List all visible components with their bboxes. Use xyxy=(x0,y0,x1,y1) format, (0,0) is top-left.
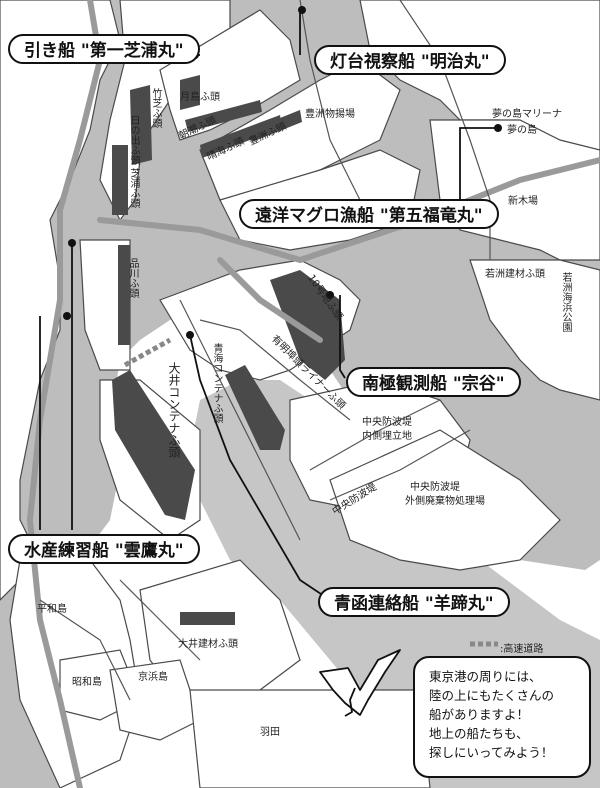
callout-ferry: 青函連絡船 "羊蹄丸" xyxy=(318,587,510,617)
label-yumenoshima: 夢の島 xyxy=(507,125,537,136)
label-ooi-building: 大井建材ふ頭 xyxy=(178,639,238,650)
callout-lighthouse: 灯台視察船 "明治丸" xyxy=(314,45,506,75)
label-aomi-container: 青海コンテナふ頭 xyxy=(211,343,222,423)
roads xyxy=(26,0,600,788)
label-takeshiba: 竹芝ふ頭 xyxy=(150,88,161,128)
info-line-5: 探しにいってみよう！ xyxy=(429,745,554,760)
info-line-3: 船がありますよ！ xyxy=(429,707,530,722)
label-toyosu-market: 豊洲物揚場 xyxy=(305,109,355,120)
wharf-blocks xyxy=(112,75,345,625)
label-shinagawa: 品川ふ頭 xyxy=(127,258,138,298)
info-box: 東京港の周りには、 陸の上にもたくさんの 船がありますよ！ 地上の船たちも、 探… xyxy=(413,656,591,778)
callout-leaders xyxy=(39,10,498,601)
label-hinode: 日の出ふ頭 xyxy=(128,115,139,165)
label-tsukishima: 月島ふ頭 xyxy=(180,92,220,103)
label-haneda: 羽田 xyxy=(260,727,280,738)
callout-antarctic: 南極観測船 "宗谷" xyxy=(346,367,521,397)
label-chuo-inner-2: 内側埋立地 xyxy=(362,431,412,442)
info-line-1: 東京港の周りには、 xyxy=(429,669,542,684)
label-keihinjima: 京浜島 xyxy=(138,672,168,683)
label-ooi-container: 大井コンテナふ頭 xyxy=(167,362,181,458)
info-line-2: 陸の上にもたくさんの xyxy=(429,688,555,703)
callout-training: 水産練習船 "雲鷹丸" xyxy=(8,534,200,564)
label-shibaura: 芝浦ふ頭 xyxy=(128,168,139,208)
label-showajima: 昭和島 xyxy=(72,677,102,688)
label-wakasu-wharf: 若洲建材ふ頭 xyxy=(485,269,545,280)
roads-outline xyxy=(39,0,491,701)
expressway-segment xyxy=(123,337,172,368)
label-shinkiba: 新木場 xyxy=(508,196,538,207)
legend-expressway: :高速道路 xyxy=(500,644,544,655)
label-chuo-outer-2: 外側廃棄物処理場 xyxy=(405,496,485,507)
callout-tug: 引き船 "第一芝浦丸" xyxy=(8,34,200,64)
label-chuo-inner-1: 中央防波堤 xyxy=(362,417,412,428)
label-chuo-outer-1: 中央防波堤 xyxy=(410,482,460,493)
label-heiwajima: 平和島 xyxy=(37,604,67,615)
callout-tuna: 遠洋マグロ漁船 "第五福竜丸" xyxy=(239,199,499,229)
seagull-illustration xyxy=(319,649,401,717)
info-line-4: 地上の船たちも、 xyxy=(429,726,529,741)
label-yumenoshima-marina: 夢の島マリーナ xyxy=(492,109,562,120)
label-wakasu-park: 若洲海浜公園 xyxy=(560,272,571,332)
